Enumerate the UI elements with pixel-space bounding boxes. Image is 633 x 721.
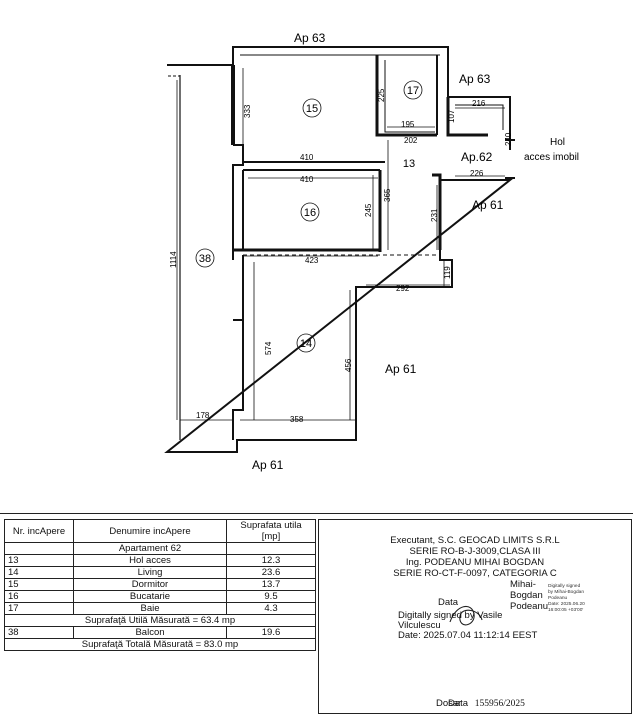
hol-label: Hol: [550, 137, 565, 148]
header-name: Denumire incApere: [73, 519, 227, 543]
dim-245: 245: [364, 203, 373, 217]
dim-178: 178: [196, 411, 210, 420]
signed-date: Date: 2025.07.04 11:12:14 EEST: [398, 630, 538, 641]
wall-17-inner: [384, 60, 435, 133]
neighbour-right-mid: Ap.62: [461, 150, 493, 164]
room-id-38: 38: [199, 253, 211, 265]
dim-292: 292: [396, 284, 410, 293]
dim-410-bottom: 410: [300, 175, 314, 184]
room-marker-14: [296, 333, 316, 353]
room-id-13: 13: [403, 158, 415, 170]
dim-216: 216: [472, 99, 486, 108]
executant-block: Executant, S.C. GEOCAD LIMITS S.R.L SERI…: [330, 535, 620, 579]
dim-358: 358: [290, 415, 304, 424]
apartment-name: Apartament 62: [73, 542, 227, 555]
executant-line2: SERIE RO-B-J-3009,CLASA III: [409, 546, 541, 557]
hol-label-2: acces imobil: [524, 152, 579, 163]
dim-202: 202: [404, 136, 418, 145]
executant-line4: SERIE RO-CT-F-0097, CATEGORIA C: [393, 568, 557, 579]
executant-line3: Ing. PODEANU MIHAI BOGDAN: [405, 557, 545, 568]
room-marker-17: [403, 80, 423, 100]
dim-423: 423: [305, 256, 319, 265]
dim-107: 107: [447, 109, 456, 123]
room-id-17: 17: [407, 85, 419, 97]
wall-15-17: [375, 55, 437, 137]
grand-total: Suprafaţă Totală Măsurată = 83.0 mp: [4, 638, 316, 651]
neighbour-top: Ap 63: [294, 31, 326, 45]
room-marker-16: [300, 202, 320, 222]
room-id-15: 15: [306, 103, 318, 115]
dim-456: 456: [344, 358, 353, 372]
area-table: Nr. incApere Denumire incApere Suprafata…: [4, 519, 316, 651]
data-label: Data: [438, 597, 459, 608]
room-marker-38: [195, 248, 215, 268]
usable-total: Suprafaţă Utilă Măsurată = 63.4 mp: [4, 614, 316, 627]
neighbour-top-right: Ap 63: [459, 72, 491, 86]
dim-333: 333: [243, 104, 252, 118]
wall-right-stub: [432, 173, 442, 250]
dim-574: 574: [264, 341, 273, 355]
neighbour-bottom: Ap 61: [252, 458, 284, 472]
dim-225: 225: [377, 88, 386, 102]
room-id-14: 14: [300, 338, 312, 350]
wall-balcony-3: [232, 319, 244, 440]
title-block-divider: [0, 513, 633, 721]
wall-balcony-2: [232, 144, 244, 260]
executant-line1: Executant, S.C. GEOCAD LIMITS S.R.L: [390, 535, 560, 546]
room-marker-15: [302, 98, 322, 118]
floor-plan: 15 17 13 16 38 14 333 225 216 107 195 20…: [164, 31, 579, 472]
dim-1114: 1114: [169, 251, 178, 268]
neighbour-right-lower: Ap 61: [472, 198, 504, 212]
dim-195: 195: [401, 120, 415, 129]
wall-hol-right: [505, 139, 515, 179]
dim-231: 231: [430, 208, 439, 222]
neighbour-bottom-right: Ap 61: [385, 362, 417, 376]
executant-frame: [318, 519, 632, 714]
signer-name: Mihai- Bogdan Podeanu: [510, 579, 549, 612]
dim-119: 119: [443, 266, 452, 279]
dosar-label: Dosar Data 155956/2025: [436, 698, 525, 709]
header-nr: Nr. incApere: [4, 519, 74, 543]
signature-scribble: [449, 605, 483, 626]
dim-226: 226: [470, 169, 484, 178]
dim-410-top: 410: [300, 153, 314, 162]
dim-240: 240: [504, 132, 513, 146]
room-id-16: 16: [304, 207, 316, 219]
outer-inner: [240, 54, 504, 130]
digital-stamp: Digitally signed by Mihai-Bogdan Podeanu…: [548, 584, 585, 613]
signed-by: Digitally signed by Vasile: [398, 610, 503, 621]
dim-365: 365: [383, 188, 392, 202]
header-area: Suprafata utila[mp]: [226, 519, 316, 543]
signed-name: Vilculescu: [398, 620, 441, 631]
wall-13-top: [446, 97, 488, 137]
